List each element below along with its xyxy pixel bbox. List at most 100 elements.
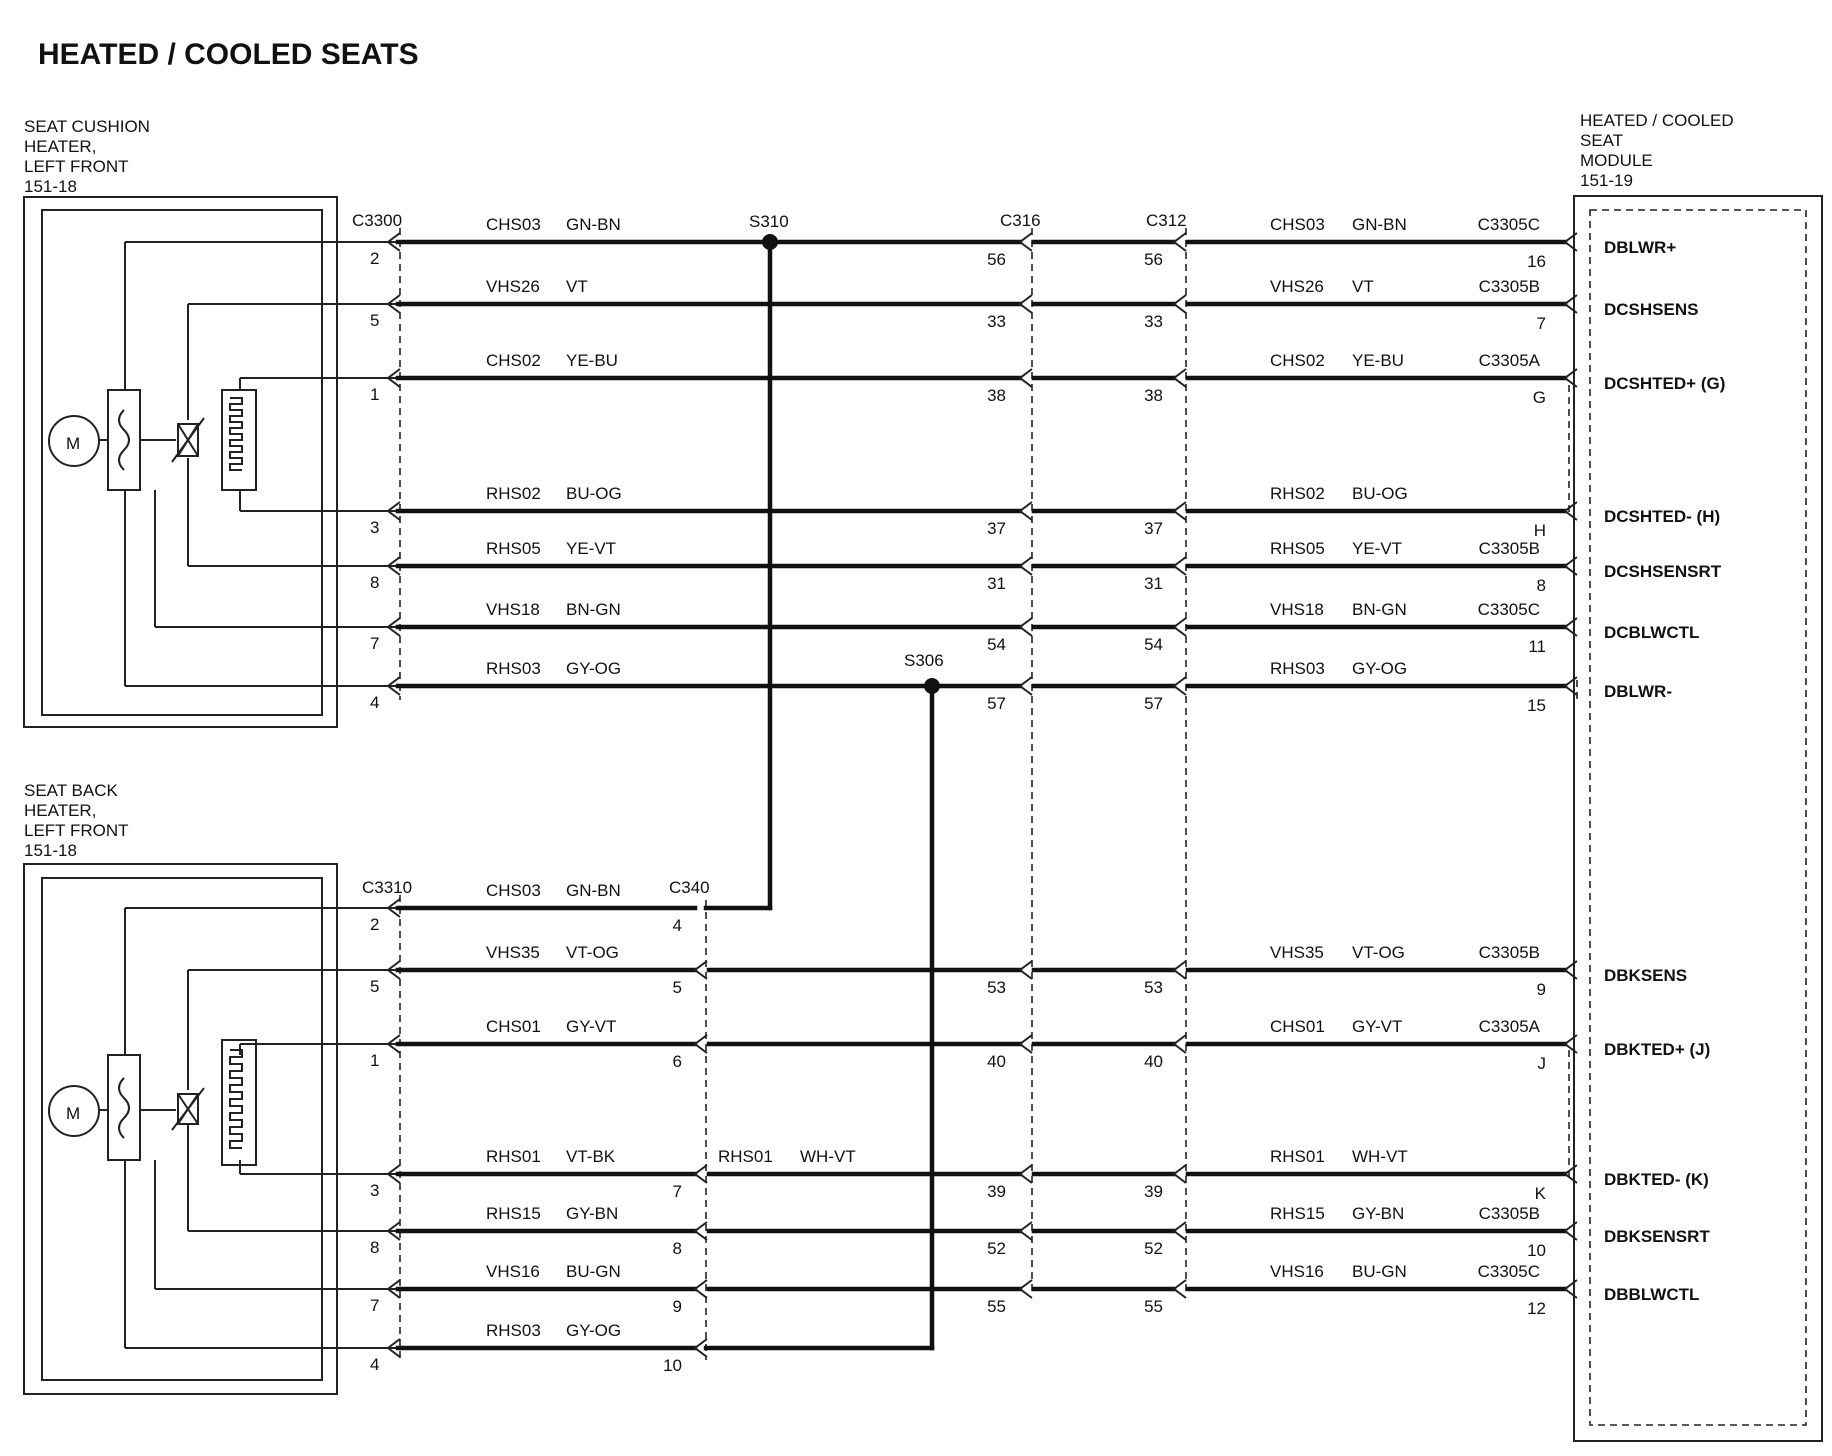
module-terminal [1563, 1279, 1578, 1299]
c316-pin-number: 54 [987, 635, 1006, 654]
c3300-terminal [386, 501, 401, 521]
module-terminal [1563, 960, 1578, 980]
c312-pin-number: 54 [1144, 635, 1163, 654]
c312-pin-number: 33 [1144, 312, 1163, 331]
c312-terminal [1172, 294, 1187, 314]
c340-terminal [693, 1338, 708, 1358]
c316-pin-number: 39 [987, 1182, 1006, 1201]
c3300-terminal [386, 232, 401, 252]
splice-s310-dot [762, 234, 778, 250]
module-pin-number: 8 [1537, 576, 1546, 595]
module-signal-label: DBKSENS [1604, 966, 1687, 985]
module-terminal [1563, 1034, 1578, 1054]
module-pin-number: 16 [1527, 252, 1546, 271]
cushion-motor-symbol: M [66, 434, 80, 453]
wire-color-label-right: VT [1352, 277, 1374, 296]
back-fan-icon [118, 1077, 130, 1139]
seat-pin-number: 5 [370, 977, 379, 996]
back-blower-icon [107, 1054, 141, 1161]
svg-text:151-18: 151-18 [24, 841, 77, 860]
circuit-label: VHS35 [486, 943, 540, 962]
back-motor-symbol: M [66, 1104, 80, 1123]
circuit-label-mid: RHS01 [718, 1147, 773, 1166]
c316-terminal [1018, 1221, 1033, 1241]
wire-color-label-right: GY-OG [1352, 659, 1407, 678]
c316-terminal [1018, 501, 1033, 521]
module-connector-label: C3305B [1479, 1204, 1540, 1223]
seat-cushion-heater-label: SEAT CUSHION HEATER, LEFT FRONT 151-18 [24, 117, 150, 196]
svg-text:HEATER,: HEATER, [24, 137, 96, 156]
module-connector-label: C3305C [1478, 600, 1540, 619]
module-signal-label: DBKTED+ (J) [1604, 1040, 1710, 1059]
circuit-label: CHS03 [486, 215, 541, 234]
c340-pin-number: 6 [673, 1052, 682, 1071]
module-signal-label: DBKSENSRT [1604, 1227, 1710, 1246]
wire-color-label: BU-OG [566, 484, 622, 503]
circuit-label: RHS03 [486, 1321, 541, 1340]
module-pin-number: K [1535, 1184, 1547, 1203]
svg-text:LEFT FRONT: LEFT FRONT [24, 821, 129, 840]
cushion-thermistor-icon [171, 417, 205, 463]
circuit-label: RHS05 [486, 539, 541, 558]
seat-cushion-heater-housing [23, 196, 338, 728]
wire-color-label: VT-OG [566, 943, 619, 962]
c340-terminal [693, 1279, 708, 1299]
circuit-label-right: CHS03 [1270, 215, 1325, 234]
module-signal-label: DCSHTED- (H) [1604, 507, 1720, 526]
module-signal-label: DBKTED- (K) [1604, 1170, 1709, 1189]
c340-pin-number: 5 [673, 978, 682, 997]
c316-pin-number: 33 [987, 312, 1006, 331]
wire-color-label: YE-BU [566, 351, 618, 370]
module-pin-number: G [1533, 388, 1546, 407]
module-terminal [1563, 232, 1578, 252]
wire-color-label: GN-BN [566, 881, 621, 900]
seat-pin-number: 3 [370, 1181, 379, 1200]
c316-pin-number: 53 [987, 978, 1006, 997]
svg-text:SEAT BACK: SEAT BACK [24, 781, 119, 800]
c312-pin-number: 56 [1144, 250, 1163, 269]
circuit-label: RHS01 [486, 1147, 541, 1166]
module-signal-label: DBBLWCTL [1604, 1285, 1699, 1304]
c340-pin-number: 10 [663, 1356, 682, 1375]
c312-label: C312 [1146, 211, 1187, 230]
svg-text:151-18: 151-18 [24, 177, 77, 196]
s310-label: S310 [749, 212, 789, 231]
circuit-label-right: RHS01 [1270, 1147, 1325, 1166]
module-connector-label: C3305C [1478, 1262, 1540, 1281]
module-terminal [1563, 556, 1578, 576]
seat-module-housing [1573, 195, 1823, 1442]
circuit-label: CHS01 [486, 1017, 541, 1036]
svg-text:SEAT CUSHION: SEAT CUSHION [24, 117, 150, 136]
back-heater-element-icon [221, 1039, 257, 1166]
diagram-title: HEATED / COOLED SEATS [38, 38, 419, 71]
wire-color-label-right: YE-VT [1352, 539, 1402, 558]
circuit-label-right: CHS02 [1270, 351, 1325, 370]
module-connector-label: C3305A [1479, 351, 1541, 370]
c340-terminal [693, 1164, 708, 1184]
c312-terminal [1172, 368, 1187, 388]
wire-color-label-right: BN-GN [1352, 600, 1407, 619]
module-pin-number: 9 [1537, 980, 1546, 999]
circuit-label-right: VHS18 [1270, 600, 1324, 619]
circuit-label-right: RHS15 [1270, 1204, 1325, 1223]
svg-text:MODULE: MODULE [1580, 151, 1653, 170]
seat-back-heater-inner [41, 877, 323, 1381]
back-thermistor-icon [171, 1087, 205, 1131]
circuit-label: CHS03 [486, 881, 541, 900]
module-connector-label: C3305C [1478, 215, 1540, 234]
wire-color-label: VT-BK [566, 1147, 616, 1166]
c340-terminal [693, 1221, 708, 1241]
c3310-terminal [386, 1034, 401, 1054]
c312-pin-number: 31 [1144, 574, 1163, 593]
s306-label: S306 [904, 651, 944, 670]
module-pin-number: J [1538, 1054, 1547, 1073]
module-terminal [1563, 1164, 1578, 1184]
seat-pin-number: 2 [370, 249, 379, 268]
c3310-terminal [386, 1338, 401, 1358]
module-terminal [1563, 617, 1578, 637]
c312-terminal [1172, 232, 1187, 252]
c316-pin-number: 55 [987, 1297, 1006, 1316]
wire-color-label: GY-OG [566, 659, 621, 678]
cushion-blower-icon [107, 389, 141, 491]
c316-terminal [1018, 676, 1033, 696]
